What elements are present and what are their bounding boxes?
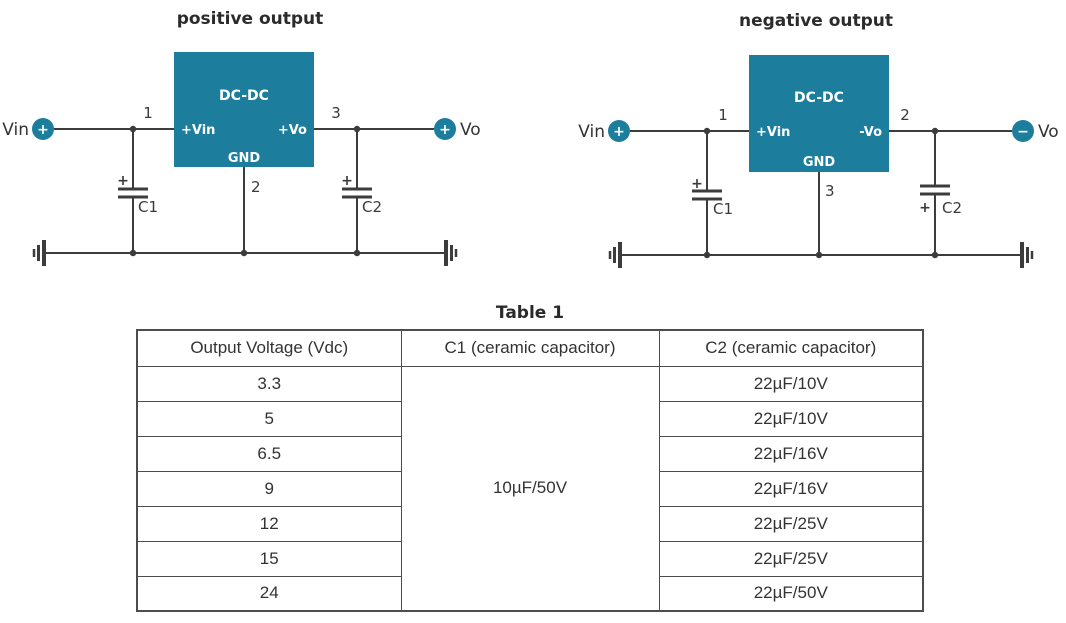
dcdc-block-label: DC-DC bbox=[794, 90, 844, 106]
table-row: 6.5 22µF/16V bbox=[136, 435, 924, 472]
table-header-row: Output Voltage (Vdc) C1 (ceramic capacit… bbox=[136, 329, 924, 367]
cell-voltage: 5 bbox=[136, 400, 402, 437]
pin-number-input: 1 bbox=[718, 106, 728, 124]
block-pin-vo-label: -Vo bbox=[859, 125, 882, 140]
wires bbox=[44, 128, 446, 254]
junction-dot bbox=[353, 249, 361, 257]
cell-voltage: 12 bbox=[136, 505, 402, 542]
junction-dot bbox=[703, 251, 711, 259]
capacitor-c2-icon bbox=[920, 184, 950, 196]
junction-dot bbox=[931, 251, 939, 259]
ground-icon-right bbox=[444, 240, 458, 266]
block-pin-vo-label: +Vo bbox=[278, 123, 307, 138]
vin-label: Vin bbox=[578, 122, 605, 142]
cap2-polarity: + bbox=[341, 173, 353, 189]
junction-dot bbox=[240, 249, 248, 257]
circuit-title: negative output bbox=[739, 11, 893, 31]
block-pin-vin-label: +Vin bbox=[756, 125, 790, 140]
vo-polarity: + bbox=[439, 122, 451, 138]
cell-voltage: 9 bbox=[136, 470, 402, 507]
table-row: 24 22µF/50V bbox=[136, 575, 924, 612]
pin-number-output: 2 bbox=[900, 106, 910, 124]
capacitor-c1-icon bbox=[118, 187, 148, 199]
junction-dot bbox=[129, 125, 137, 133]
pin-number-gnd: 2 bbox=[251, 178, 261, 196]
header-output-voltage: Output Voltage (Vdc) bbox=[136, 329, 402, 367]
header-c1: C1 (ceramic capacitor) bbox=[400, 329, 660, 367]
vin-terminal-icon bbox=[32, 118, 54, 140]
pin-number-gnd: 3 bbox=[825, 182, 835, 200]
junction-dot bbox=[703, 127, 711, 135]
vo-polarity: − bbox=[1017, 124, 1029, 140]
cap1-polarity: + bbox=[691, 176, 703, 192]
block-pin-gnd-label: GND bbox=[803, 155, 836, 170]
vo-label: Vo bbox=[460, 120, 481, 140]
cap2-label: C2 bbox=[942, 199, 962, 217]
cap1-polarity: + bbox=[117, 173, 129, 189]
cell-voltage: 6.5 bbox=[136, 435, 402, 472]
block-pin-vin-label: +Vin bbox=[181, 123, 215, 138]
vin-polarity: + bbox=[37, 122, 49, 138]
positive-output-diagram: positive output bbox=[2, 9, 481, 266]
cell-c2: 22µF/16V bbox=[658, 470, 924, 507]
pin-number-output: 3 bbox=[331, 104, 341, 122]
junction-dot bbox=[353, 125, 361, 133]
cell-c2: 22µF/50V bbox=[658, 575, 924, 612]
table-row: 3.3 10µF/50V 22µF/10V bbox=[136, 365, 924, 612]
cell-voltage: 15 bbox=[136, 540, 402, 577]
circuit-title: positive output bbox=[177, 9, 324, 29]
junction-dot bbox=[815, 251, 823, 259]
block-pin-gnd-label: GND bbox=[228, 151, 261, 166]
vin-polarity: + bbox=[613, 124, 625, 140]
header-c2: C2 (ceramic capacitor) bbox=[658, 329, 924, 367]
capacitor-c1-icon bbox=[692, 189, 722, 201]
capacitor-c2-icon bbox=[342, 187, 372, 199]
pin-number-input: 1 bbox=[143, 104, 153, 122]
cap2-polarity: + bbox=[919, 200, 931, 216]
junction-dot bbox=[931, 127, 939, 135]
cell-voltage: 3.3 bbox=[136, 365, 402, 402]
ground-icon-left bbox=[608, 242, 622, 268]
cell-c2: 22µF/25V bbox=[658, 540, 924, 577]
table-row: 9 22µF/16V bbox=[136, 470, 924, 507]
table-row: 5 22µF/10V bbox=[136, 400, 924, 437]
cell-c2: 22µF/10V bbox=[658, 365, 924, 402]
cap2-label: C2 bbox=[362, 198, 382, 216]
cell-voltage: 24 bbox=[136, 575, 402, 612]
table-section: Table 1 Output Voltage (Vdc) C1 (ceramic… bbox=[136, 303, 924, 612]
cap1-label: C1 bbox=[713, 200, 733, 218]
cell-c2: 22µF/25V bbox=[658, 505, 924, 542]
vo-label: Vo bbox=[1038, 122, 1059, 142]
vin-terminal-icon bbox=[608, 120, 630, 142]
cap1-label: C1 bbox=[138, 198, 158, 216]
ground-icon-left bbox=[32, 240, 46, 266]
ground-icon-right bbox=[1020, 242, 1034, 268]
cell-c2: 22µF/10V bbox=[658, 400, 924, 437]
dcdc-block-label: DC-DC bbox=[219, 88, 269, 104]
vin-label: Vin bbox=[2, 120, 29, 140]
capacitor-selection-table: Output Voltage (Vdc) C1 (ceramic capacit… bbox=[136, 329, 924, 612]
vo-terminal-icon bbox=[434, 118, 456, 140]
table-row: 12 22µF/25V bbox=[136, 505, 924, 542]
dcdc-converter-block bbox=[749, 55, 889, 172]
cell-c2: 22µF/16V bbox=[658, 435, 924, 472]
negative-output-diagram: negative output bbox=[578, 11, 1059, 268]
dcdc-converter-block bbox=[174, 52, 314, 167]
table-title: Table 1 bbox=[495, 303, 565, 323]
cell-c1-value: 10µF/50V bbox=[400, 365, 660, 612]
junction-dot bbox=[129, 249, 137, 257]
vo-terminal-icon bbox=[1012, 120, 1034, 142]
